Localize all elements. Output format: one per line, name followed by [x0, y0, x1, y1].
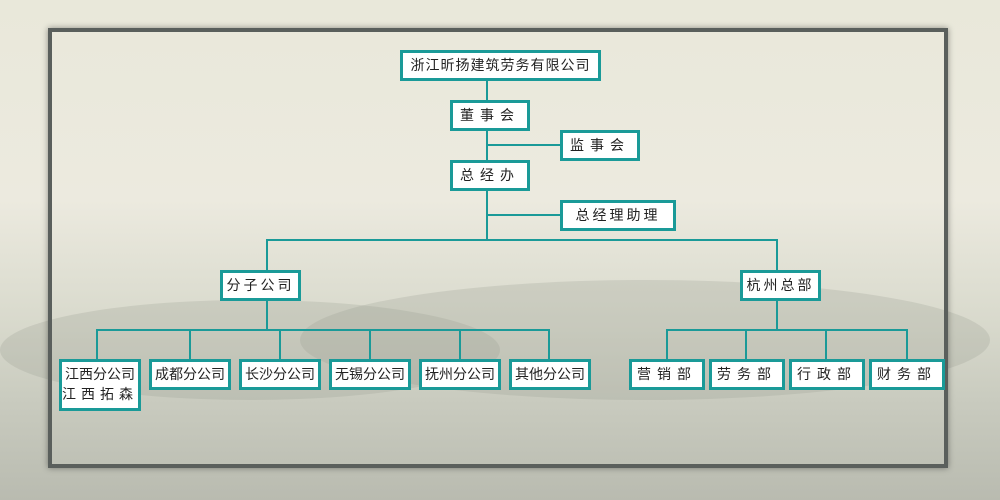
node-label: 抚州分公司 — [425, 366, 495, 383]
node-hangzhou-hq: 杭州总部 — [740, 270, 821, 301]
node-company: 浙江昕扬建筑劳务有限公司 — [400, 50, 601, 81]
node-other-branches: 其他分公司 — [509, 359, 591, 390]
connector — [266, 299, 268, 330]
connector — [266, 239, 778, 241]
node-label: 董事会 — [460, 107, 520, 124]
node-label: 无锡分公司 — [335, 366, 405, 383]
picture-frame — [48, 28, 948, 468]
node-label: 杭州总部 — [746, 277, 815, 294]
connector — [279, 329, 281, 361]
node-label: 劳务部 — [717, 366, 777, 383]
node-supervisors: 监事会 — [560, 130, 640, 161]
node-label: 江西分公司 — [65, 367, 135, 383]
node-label: 总经理助理 — [575, 207, 661, 224]
node-labor: 劳务部 — [709, 359, 785, 390]
node-label: 行政部 — [797, 366, 857, 383]
node-gm-office: 总经办 — [450, 160, 530, 191]
node-label: 其他分公司 — [515, 366, 585, 383]
connector — [96, 329, 98, 361]
node-fuzhou-branch: 抚州分公司 — [419, 359, 501, 390]
node-label: 浙江昕扬建筑劳务有限公司 — [410, 57, 591, 74]
node-board: 董事会 — [450, 100, 530, 131]
connector — [825, 329, 827, 361]
node-label: 分子公司 — [226, 277, 295, 294]
connector — [776, 239, 778, 271]
node-jiangxi-branch: 江西分公司江西拓森 — [59, 359, 141, 411]
node-label: 财务部 — [877, 366, 937, 383]
connector — [906, 329, 908, 361]
node-gm-assistant: 总经理助理 — [560, 200, 676, 231]
node-label: 成都分公司 — [155, 366, 225, 383]
connector — [487, 144, 561, 146]
connector — [266, 239, 268, 271]
connector — [96, 329, 550, 331]
connector — [666, 329, 668, 361]
connector — [487, 214, 561, 216]
node-label: 营销部 — [637, 366, 697, 383]
connector — [369, 329, 371, 361]
node-marketing: 营销部 — [629, 359, 705, 390]
connector — [548, 329, 550, 361]
node-chengdu-branch: 成都分公司 — [149, 359, 231, 390]
node-sublabel: 江西拓森 — [62, 387, 138, 403]
node-wuxi-branch: 无锡分公司 — [329, 359, 411, 390]
node-label: 监事会 — [570, 137, 630, 154]
connector — [776, 299, 778, 330]
node-admin: 行政部 — [789, 359, 865, 390]
connector — [666, 329, 908, 331]
connector — [745, 329, 747, 361]
connector — [189, 329, 191, 361]
node-label: 长沙分公司 — [245, 366, 315, 383]
connector — [459, 329, 461, 361]
node-label: 总经办 — [460, 167, 520, 184]
node-finance: 财务部 — [869, 359, 945, 390]
node-branches: 分子公司 — [220, 270, 301, 301]
node-changsha-branch: 长沙分公司 — [239, 359, 321, 390]
